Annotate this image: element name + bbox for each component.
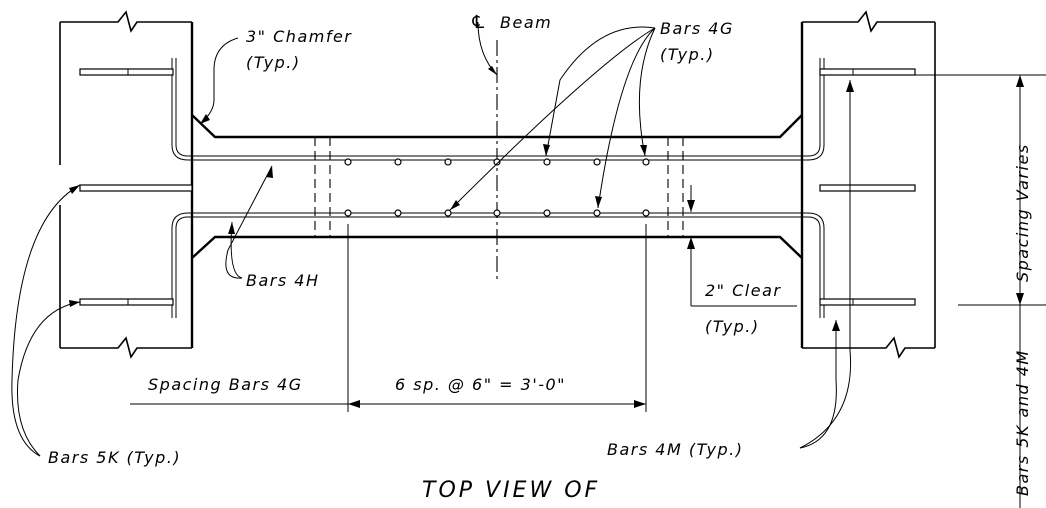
clear-label: 2" Clear bbox=[705, 281, 781, 300]
spacing-bars-4g-label: Spacing Bars 4G bbox=[148, 375, 303, 394]
clear-typ-label: (Typ.) bbox=[705, 317, 760, 336]
bars-4g-typ-label: (Typ.) bbox=[660, 45, 715, 64]
bars-4g-label: Bars 4G bbox=[660, 19, 734, 38]
annotation-text: 3" Chamfer (Typ.) ℄ Beam Bars 4G (Typ.) … bbox=[48, 12, 1032, 503]
bars-4m-label: Bars 4M (Typ.) bbox=[607, 440, 743, 459]
bars-4g-dots bbox=[344, 158, 650, 217]
break-line-bottom-left bbox=[60, 336, 192, 359]
break-line-top-left bbox=[60, 10, 192, 33]
spacing-dimension-label: 6 sp. @ 6" = 3'-0" bbox=[395, 375, 566, 394]
hidden-lines bbox=[314, 137, 684, 237]
view-title: TOP VIEW OF bbox=[422, 478, 600, 503]
right-wall bbox=[800, 10, 936, 359]
chamfer-label: 3" Chamfer bbox=[246, 27, 352, 46]
bars-5k-4m-label: Bars 5K and 4M bbox=[1013, 349, 1032, 496]
bars-5k-label: Bars 5K (Typ.) bbox=[48, 448, 181, 467]
beam-centerline-symbol: ℄ bbox=[470, 12, 488, 33]
break-line-top-right bbox=[802, 10, 935, 33]
chamfer-typ-label: (Typ.) bbox=[246, 53, 301, 72]
spacing-varies-label: Spacing Varies bbox=[1013, 143, 1032, 282]
break-line-bottom-right bbox=[802, 336, 935, 359]
arrowheads bbox=[69, 66, 1024, 408]
bars-5k-left bbox=[79, 68, 193, 306]
dimension-lines bbox=[130, 74, 1046, 508]
bars-5k-right bbox=[819, 68, 916, 306]
beam-centerline-label: Beam bbox=[500, 13, 552, 32]
bars-4h-label: Bars 4H bbox=[246, 271, 320, 290]
